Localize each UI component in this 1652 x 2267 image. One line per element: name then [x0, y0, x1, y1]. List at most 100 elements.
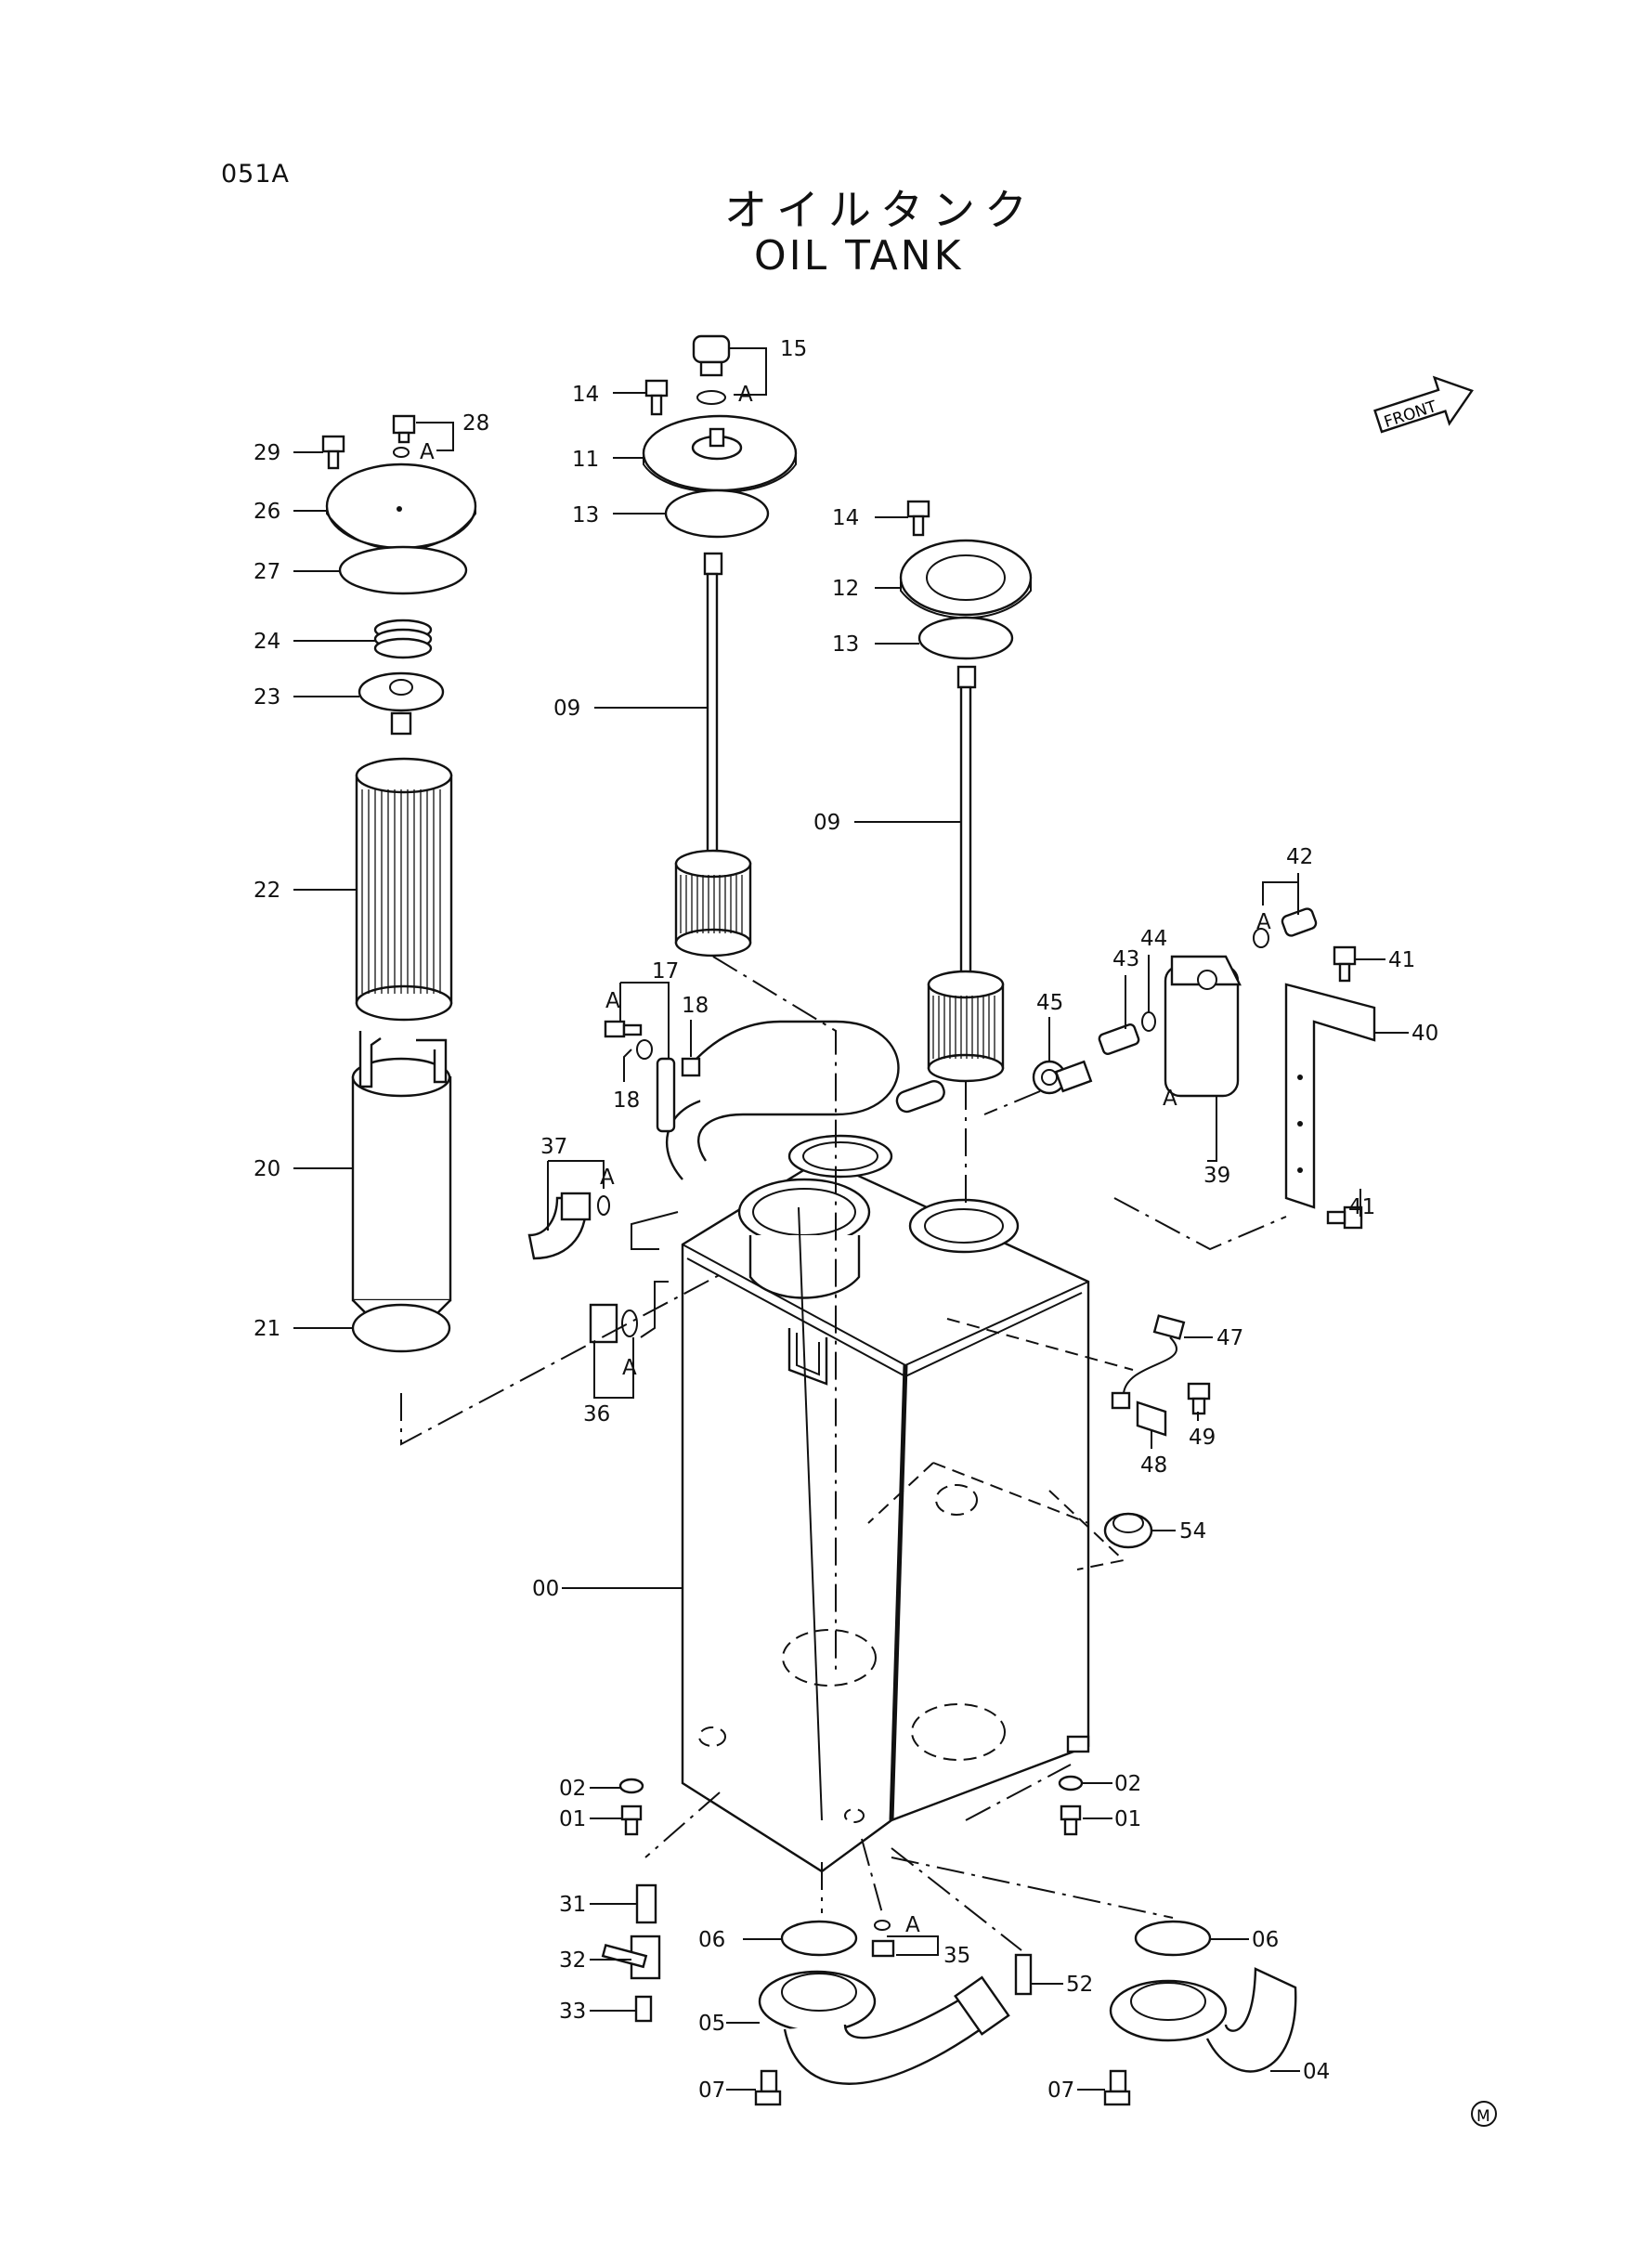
callout-05: 05 — [698, 2012, 725, 2036]
sensor-47 — [1111, 1314, 1186, 1410]
adapter-42 — [1253, 907, 1318, 948]
washer-02a — [618, 1778, 644, 1794]
nipple-31 — [635, 1883, 657, 1924]
elbow-43 — [1098, 1023, 1140, 1055]
callout-54: 54 — [1179, 1519, 1206, 1544]
suction-pipe-05 — [758, 1970, 1010, 2085]
callout-32: 32 — [559, 1948, 586, 1973]
callout-28-a: A — [420, 440, 435, 464]
callout-12: 12 — [832, 577, 859, 601]
callout-07-b: 07 — [1047, 2078, 1074, 2103]
bolt-14b — [906, 500, 930, 537]
gasket-06a — [780, 1920, 858, 1957]
gasket-13b — [917, 616, 1014, 660]
callout-01: 01 — [559, 1807, 586, 1831]
callout-17: 17 — [652, 959, 679, 984]
filter-element-22 — [355, 757, 453, 1022]
callout-41: 41 — [1388, 948, 1415, 972]
callout-35: 35 — [943, 1944, 970, 1968]
callout-17-a: A — [605, 989, 620, 1013]
callout-37: 37 — [540, 1135, 567, 1159]
callout-00: 00 — [532, 1577, 559, 1601]
callout-41-b: 41 — [1348, 1195, 1375, 1219]
sensor-52 — [1014, 1953, 1033, 1996]
bolt-17 — [604, 1020, 653, 1060]
callout-29: 29 — [254, 441, 280, 465]
clamp-48 — [1136, 1401, 1167, 1437]
breather-15 — [692, 334, 731, 405]
plug-35 — [871, 1920, 895, 1958]
return-pipe-assembly — [666, 1020, 1020, 1299]
callout-26: 26 — [254, 500, 280, 524]
callout-01-b: 01 — [1114, 1807, 1141, 1831]
callout-18-b: 18 — [613, 1088, 640, 1113]
bolt-01b — [1060, 1804, 1082, 1836]
plug-28 — [392, 414, 416, 458]
elbow-37 — [527, 1192, 610, 1260]
callout-02: 02 — [559, 1777, 586, 1801]
title-japanese: オイルタンク — [724, 185, 1036, 235]
washer-02b — [1058, 1775, 1084, 1791]
callout-07: 07 — [698, 2078, 725, 2103]
callout-33: 33 — [559, 2000, 586, 2024]
o-ring-21 — [351, 1303, 451, 1353]
gasket-06b — [1134, 1920, 1212, 1957]
maker-mark-icon: M — [1471, 2101, 1497, 2127]
bolt-41a — [1333, 945, 1357, 983]
callout-04: 04 — [1303, 2060, 1330, 2084]
callout-39-a: A — [1163, 1087, 1177, 1111]
callout-09-b: 09 — [813, 811, 840, 835]
callout-09: 09 — [553, 697, 580, 721]
bracket-40 — [1284, 983, 1376, 1209]
plug-36 — [589, 1303, 638, 1344]
callout-06: 06 — [698, 1928, 725, 1952]
suction-pipe-04 — [1109, 1967, 1297, 2073]
callout-13: 13 — [572, 503, 599, 528]
bolt-14a — [644, 379, 669, 416]
callout-24: 24 — [254, 630, 280, 654]
drain-valve-32 — [601, 1935, 661, 1980]
callout-47: 47 — [1216, 1326, 1243, 1350]
o-ring-27 — [338, 545, 468, 595]
callout-39: 39 — [1203, 1164, 1230, 1188]
callout-28: 28 — [462, 411, 489, 436]
connector-45 — [1032, 1060, 1093, 1095]
page-code: 051A — [221, 160, 291, 189]
oil-tank-body — [681, 1157, 1090, 1873]
strainer-case-20 — [351, 1031, 452, 1316]
plug-33 — [634, 1995, 653, 2023]
callout-52: 52 — [1066, 1973, 1093, 1997]
bolt-29 — [321, 435, 345, 470]
bolt-49 — [1187, 1382, 1211, 1415]
callout-43: 43 — [1112, 947, 1139, 971]
gasket-13a — [664, 489, 770, 539]
plug-54 — [1103, 1512, 1153, 1549]
callout-18: 18 — [682, 994, 709, 1018]
valve-23 — [358, 671, 445, 736]
cover-11 — [642, 414, 798, 493]
title-english: OIL TANK — [754, 232, 964, 280]
callout-23: 23 — [254, 685, 280, 710]
callout-02-b: 02 — [1114, 1772, 1141, 1796]
callout-14-b: 14 — [832, 506, 859, 530]
o-ring-44 — [1141, 1011, 1156, 1032]
rod-09a — [703, 552, 723, 859]
callout-36-a: A — [622, 1356, 637, 1380]
callout-40: 40 — [1411, 1022, 1438, 1046]
callout-labels: 15 A 14 11 13 28 A 29 26 27 24 23 22 20 … — [254, 337, 1438, 2103]
cover-12 — [899, 539, 1033, 619]
strap-17 — [656, 1057, 676, 1133]
callout-35-a: A — [905, 1913, 920, 1937]
callout-37-a: A — [600, 1166, 615, 1190]
callout-36: 36 — [583, 1402, 610, 1427]
callout-13-b: 13 — [832, 632, 859, 657]
callout-49: 49 — [1189, 1426, 1216, 1450]
callout-31: 31 — [559, 1893, 586, 1917]
callout-42: 42 — [1286, 845, 1313, 869]
callout-20: 20 — [254, 1157, 280, 1181]
callout-15-a: A — [738, 383, 753, 407]
front-arrow-icon: FRONT — [1373, 375, 1474, 434]
spring-24 — [373, 619, 433, 659]
filter-39 — [1164, 955, 1242, 1098]
